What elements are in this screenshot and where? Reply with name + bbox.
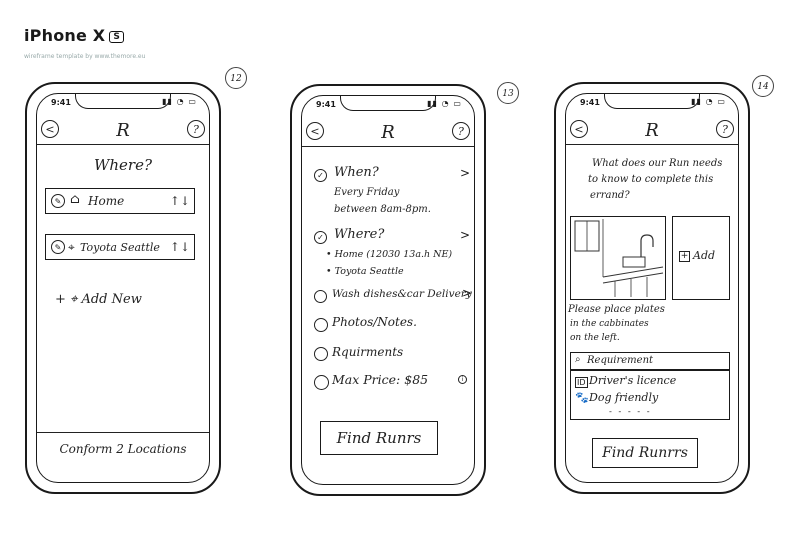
task-row[interactable]: Wash dishes&car Delivery	[332, 288, 472, 300]
requirement-list: ID Driver's licence 🐾 Dog friendly - - -…	[570, 370, 730, 420]
search-icon: ⌕	[575, 354, 581, 365]
question-line-1: What does our Run needs	[592, 158, 723, 169]
radio-circle-icon[interactable]	[314, 375, 329, 390]
app-logo: R	[645, 120, 659, 141]
reorder-icon[interactable]: ↑↓	[169, 240, 190, 254]
status-time: 9:41	[580, 98, 600, 107]
location-label: Home	[88, 194, 125, 208]
radio-circle-icon[interactable]	[314, 347, 328, 361]
nav-bar: < R ?	[302, 118, 474, 147]
photos-notes-row[interactable]: Photos/Notes.	[332, 315, 417, 329]
add-photo-label: Add	[693, 249, 716, 262]
status-time: 9:41	[51, 98, 71, 107]
requirement-search-box[interactable]: ⌕ Requirement	[570, 352, 730, 370]
phone-screen-1: 9:41 ▮▮ ◔ ▭ < R ? Where? ✎ ⌂ Home ↑↓ ✎ ⌖…	[36, 93, 210, 483]
nav-bar: < R ?	[566, 116, 738, 145]
help-button[interactable]: ?	[452, 122, 470, 140]
app-logo: R	[381, 122, 395, 143]
check-circle-icon: ✓	[314, 231, 327, 244]
note-line-2: in the cabbinates	[570, 319, 649, 329]
reorder-icon[interactable]: ↑↓	[169, 194, 190, 208]
template-subtitle: wireframe template by www.themore.eu	[24, 53, 146, 60]
when-detail-time: between 8am-8pm.	[334, 204, 431, 215]
when-detail-day: Every Friday	[334, 187, 400, 198]
page-number: 12	[225, 67, 247, 89]
info-icon[interactable]: i	[458, 375, 467, 384]
radio-circle-icon[interactable]	[314, 290, 327, 303]
id-card-icon: ID	[575, 377, 588, 388]
help-button[interactable]: ?	[187, 120, 205, 138]
pencil-icon[interactable]: ✎	[51, 194, 65, 208]
where-detail-toyota: • Toyota Seattle	[326, 266, 404, 277]
chevron-right-icon[interactable]: >	[460, 228, 471, 242]
more-dots: - - - - -	[609, 407, 652, 416]
requirement-item[interactable]: Driver's licence	[589, 374, 677, 387]
find-runrrs-button[interactable]: Find Runrrs	[592, 438, 698, 468]
where-detail-home: • Home (12030 13a.h NE)	[326, 249, 453, 260]
phone-frame-2: 9:41 ▮▮ ◔ ▭ < R ? ✓ When? > Every Friday…	[290, 84, 486, 496]
find-runrs-button[interactable]: Find Runrs	[320, 421, 438, 455]
back-button[interactable]: <	[306, 122, 324, 140]
phone-screen-2: 9:41 ▮▮ ◔ ▭ < R ? ✓ When? > Every Friday…	[301, 95, 475, 485]
location-card-toyota[interactable]: ✎ ⌖ Toyota Seattle ↑↓	[45, 234, 195, 260]
back-button[interactable]: <	[41, 120, 59, 138]
location-label: Toyota Seattle	[80, 241, 160, 254]
page-number: 13	[497, 82, 519, 104]
where-heading: Where?	[93, 156, 153, 174]
app-logo: R	[116, 120, 130, 141]
location-card-home[interactable]: ✎ ⌂ Home ↑↓	[45, 188, 195, 214]
kitchen-sketch-icon	[574, 219, 664, 297]
pin-icon: ⌖	[68, 240, 75, 254]
question-line-3: errand?	[590, 190, 630, 201]
status-icons: ▮▮ ◔ ▭	[162, 97, 197, 106]
footer-divider	[37, 432, 209, 433]
check-circle-icon: ✓	[314, 169, 327, 182]
add-photo-icon: +	[679, 251, 690, 262]
kitchen-photo[interactable]	[570, 216, 666, 300]
template-title-text: iPhone X	[24, 26, 106, 45]
phone-frame-1: 9:41 ▮▮ ◔ ▭ < R ? Where? ✎ ⌂ Home ↑↓ ✎ ⌖…	[25, 82, 221, 494]
phone-frame-3: 9:41 ▮▮ ◔ ▭ < R ? What does our Run need…	[554, 82, 750, 494]
notch	[75, 94, 171, 109]
status-icons: ▮▮ ◔ ▭	[427, 99, 462, 108]
status-icons: ▮▮ ◔ ▭	[691, 97, 726, 106]
template-badge: S	[109, 31, 125, 43]
notch	[604, 94, 700, 109]
add-photo-box[interactable]: + Add	[672, 216, 730, 300]
chevron-right-icon[interactable]: >	[460, 166, 471, 180]
when-row[interactable]: When?	[334, 165, 379, 180]
phone-screen-3: 9:41 ▮▮ ◔ ▭ < R ? What does our Run need…	[565, 93, 739, 483]
pencil-icon[interactable]: ✎	[51, 240, 65, 254]
requirement-item[interactable]: Dog friendly	[589, 391, 659, 404]
note-line-3: on the left.	[570, 333, 620, 343]
question-line-2: to know to complete this	[588, 174, 714, 185]
paw-icon: 🐾	[575, 391, 589, 404]
home-icon: ⌂	[70, 192, 80, 207]
page-number: 14	[752, 75, 774, 97]
add-new-location[interactable]: + ⌖ Add New	[55, 292, 142, 307]
max-price-row[interactable]: Max Price: $85	[332, 372, 429, 387]
confirm-locations-button[interactable]: Conform 2 Locations	[59, 442, 187, 456]
note-line-1: Please place plates	[568, 304, 665, 315]
requirement-search-input[interactable]: Requirement	[587, 355, 654, 366]
status-time: 9:41	[316, 100, 336, 109]
help-button[interactable]: ?	[716, 120, 734, 138]
chevron-right-icon[interactable]: >	[462, 286, 473, 300]
nav-bar: < R ?	[37, 116, 209, 145]
radio-circle-icon[interactable]	[314, 318, 328, 332]
back-button[interactable]: <	[570, 120, 588, 138]
requirements-row[interactable]: Rquirments	[332, 345, 404, 359]
where-row[interactable]: Where?	[334, 227, 385, 242]
notch	[340, 96, 436, 111]
